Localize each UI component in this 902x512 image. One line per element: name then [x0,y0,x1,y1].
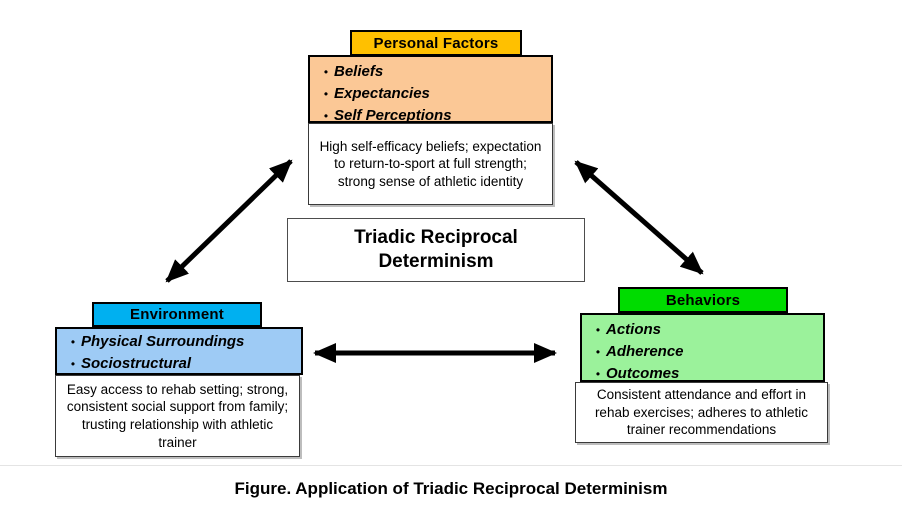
bullet-icon: • [595,345,601,359]
list-item: • Sociostructural [65,353,295,375]
personal-factors-body: • Beliefs • Expectancies • Self Percepti… [308,55,553,124]
bullet-label: Expectancies [334,85,430,102]
behaviors-body: • Actions • Adherence • Outcomes [580,313,825,382]
bullet-label: Sociostructural [81,355,192,372]
personal-factors-description: High self-efficacy beliefs; expectation … [308,123,553,205]
bullet-icon: • [70,335,76,349]
arrow-personal-behaviors [574,160,704,275]
arrow-personal-environment [165,159,293,283]
personal-factors-title: Personal Factors [373,34,499,52]
bullet-icon: • [595,367,601,381]
bullet-label: Physical Surroundings [81,333,245,350]
bullet-icon: • [323,87,329,101]
list-item: • Actions [590,319,817,341]
behaviors-header: Behaviors [618,287,788,313]
center-title: Triadic Reciprocal Determinism [354,227,518,272]
bullet-icon: • [70,357,76,371]
bullet-label: Beliefs [334,63,384,80]
list-item: • Expectancies [318,83,545,105]
bullet-label: Adherence [606,343,684,360]
description-text: High self-efficacy beliefs; expectation … [319,138,542,189]
bullet-icon: • [323,65,329,79]
description-text: Consistent attendance and effort in reha… [594,387,809,438]
list-item: • Outcomes [590,363,817,385]
bullet-icon: • [323,109,329,123]
description-text: Easy access to rehab setting; strong, co… [66,381,289,450]
center-title-box: Triadic Reciprocal Determinism [287,218,585,282]
figure-caption-text: Figure. Application of Triadic Reciproca… [234,479,668,498]
horizontal-divider [0,465,902,466]
list-item: • Physical Surroundings [65,331,295,353]
environment-title: Environment [130,306,224,323]
environment-header: Environment [92,302,262,327]
environment-description: Easy access to rehab setting; strong, co… [55,375,300,457]
environment-body: • Physical Surroundings • Sociostructura… [55,327,303,375]
list-item: • Adherence [590,341,817,363]
list-item: • Self Perceptions [318,105,545,127]
personal-factors-header: Personal Factors [350,30,522,56]
figure-caption: Figure. Application of Triadic Reciproca… [0,479,902,499]
behaviors-title: Behaviors [665,291,741,309]
bullet-icon: • [595,323,601,337]
bullet-label: Outcomes [606,365,680,382]
list-item: • Beliefs [318,61,545,83]
bullet-label: Self Perceptions [334,107,452,124]
behaviors-description: Consistent attendance and effort in reha… [575,382,828,443]
bullet-label: Actions [606,321,662,338]
